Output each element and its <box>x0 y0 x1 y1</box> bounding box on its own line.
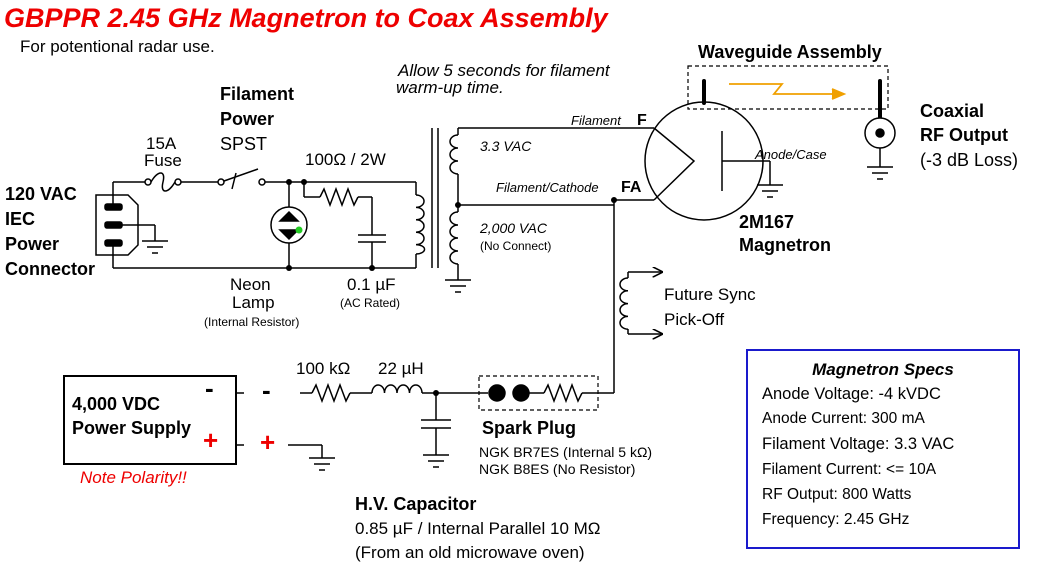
power-supply-line-1: 4,000 VDC <box>72 394 160 414</box>
filament-capacitor-note: (AC Rated) <box>340 296 400 310</box>
magnetron-filament-pin: F <box>637 112 647 129</box>
spark-plug-label: Spark Plug <box>482 418 576 438</box>
power-supply-line-2: Power Supply <box>72 418 191 438</box>
spec-rf-output: RF Output: 800 Watts <box>762 486 912 503</box>
waveguide-label: Waveguide Assembly <box>698 42 882 62</box>
anode-ground-icon <box>757 161 783 198</box>
sync-label-line-1: Future Sync <box>664 285 756 304</box>
specs-title: Magnetron Specs <box>812 360 954 379</box>
switch-label-line-2: Power <box>220 109 274 129</box>
spec-filament-voltage: Filament Voltage: 3.3 VAC <box>762 435 955 453</box>
spec-filament-current: Filament Current: <= 10A <box>762 461 937 478</box>
spec-anode-voltage: Anode Voltage: -4 kVDC <box>762 385 941 403</box>
hv-inductor-value: 22 µH <box>378 359 424 378</box>
rf-energy-arrow-icon <box>729 83 847 100</box>
transformer-icon <box>415 127 654 280</box>
sync-label-line-2: Pick-Off <box>664 310 724 329</box>
hv-capacitor-line-2: (From an old microwave oven) <box>355 543 585 562</box>
spark-plug-icon <box>488 382 598 404</box>
rf-output-line-2: RF Output <box>920 125 1008 145</box>
rf-output-line-1: Coaxial <box>920 101 984 121</box>
magnetron-cathode-label: Filament/Cathode <box>496 180 599 195</box>
polarity-note: Note Polarity!! <box>80 468 187 487</box>
junction-dots <box>286 179 617 271</box>
transformer-primary-voltage: 3.3 VAC <box>480 138 532 154</box>
transformer-secondary-voltage: 2,000 VAC <box>479 220 548 236</box>
waveguide-box <box>687 65 889 110</box>
hv-inductor-icon <box>371 384 423 394</box>
diagram-subtitle: For potentional radar use. <box>20 37 215 56</box>
switch-label: Filament Power SPST <box>220 84 294 154</box>
rf-output-label: Coaxial RF Output (-3 dB Loss) <box>920 101 1018 170</box>
waveguide-probes <box>702 79 882 119</box>
neon-lamp-label: Neon Lamp (Internal Resistor) <box>204 275 299 329</box>
power-input-line-3: Power <box>5 234 59 254</box>
fuse-label: Fuse <box>144 151 182 170</box>
warmup-note-line-1: Allow 5 seconds for filament <box>397 61 611 80</box>
filament-resistor-icon <box>319 186 359 208</box>
warmup-note: Allow 5 seconds for filament warm-up tim… <box>396 61 611 97</box>
hv-capacitor-label: H.V. Capacitor <box>355 494 476 514</box>
spark-plug-line-1: NGK BR7ES (Internal 5 kΩ) <box>479 444 652 460</box>
neon-lamp-line-1: Neon <box>230 275 271 294</box>
spark-plug-line-2: NGK B8ES (No Resistor) <box>479 461 635 477</box>
neon-lamp-line-2: Lamp <box>232 293 275 312</box>
power-supply-pos-terminal: + <box>203 425 218 455</box>
power-input-line-2: IEC <box>5 209 35 229</box>
filament-capacitor-icon <box>358 234 386 243</box>
diagram-title: GBPPR 2.45 GHz Magnetron to Coax Assembl… <box>4 3 610 33</box>
switch-label-line-1: Filament <box>220 84 294 104</box>
magnetron-model: 2M167 <box>739 212 794 232</box>
rf-output-line-3: (-3 dB Loss) <box>920 150 1018 170</box>
filament-circuit-wires <box>112 181 417 269</box>
magnetron-anode-label: Anode/Case <box>754 147 827 162</box>
hv-capacitor-line-1: 0.85 µF / Internal Parallel 10 MΩ <box>355 519 601 538</box>
spec-frequency: Frequency: 2.45 GHz <box>762 511 910 528</box>
magnetron-specs-box: Magnetron Specs Anode Voltage: -4 kVDC A… <box>746 349 1020 549</box>
filament-capacitor-value: 0.1 µF <box>347 275 396 294</box>
magnetron-cathode-pin: FA <box>621 179 642 196</box>
hv-junction-dot <box>433 390 439 396</box>
switch-label-line-3: SPST <box>220 134 267 154</box>
magnetron-filament-label: Filament <box>571 113 622 128</box>
iec-ground-icon <box>122 224 168 254</box>
warmup-note-line-2: warm-up time. <box>396 78 504 97</box>
neon-lamp-icon <box>270 206 308 244</box>
power-supply-neg-terminal: - <box>205 373 214 403</box>
supply-ground-icon <box>309 457 335 471</box>
power-supply-box <box>63 375 237 465</box>
magnetron-icon <box>644 85 770 221</box>
power-input-line-1: 120 VAC <box>5 184 77 204</box>
hv-resistor-icon <box>311 382 351 404</box>
transformer-ground-icon <box>445 279 471 293</box>
coax-connector-icon <box>864 117 896 180</box>
filament-resistor-label: 100Ω / 2W <box>305 150 386 169</box>
fuse-rating: 15A <box>146 134 177 153</box>
switch-icon <box>217 168 266 190</box>
power-input-label: 120 VAC IEC Power Connector <box>5 184 95 279</box>
hv-resistor-value: 100 kΩ <box>296 359 350 378</box>
power-supply-pos-connector: + <box>260 427 275 457</box>
power-supply-neg-connector: - <box>262 375 271 405</box>
magnetron-name: Magnetron <box>739 235 831 255</box>
spec-anode-current: Anode Current: 300 mA <box>762 410 925 427</box>
neon-lamp-note: (Internal Resistor) <box>204 315 299 329</box>
fuse-icon <box>144 172 182 192</box>
sync-pickoff-icon <box>619 272 662 334</box>
hv-capacitor-icon <box>421 419 451 468</box>
transformer-secondary-note: (No Connect) <box>480 239 551 253</box>
power-input-line-4: Connector <box>5 259 95 279</box>
